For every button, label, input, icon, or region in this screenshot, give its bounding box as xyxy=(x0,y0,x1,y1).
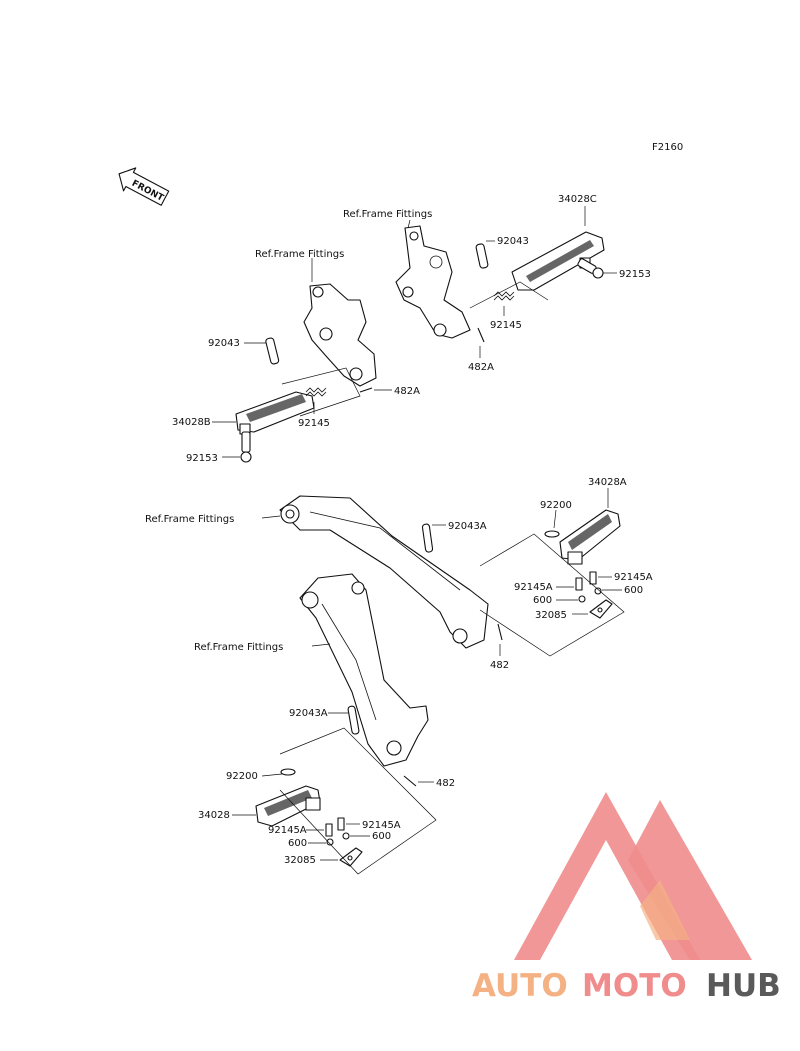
footpeg-34028 xyxy=(255,785,321,827)
callout-92153-right: 92153 xyxy=(619,269,651,280)
callout-34028: 34028 xyxy=(198,810,230,821)
callout-92145A-left-1: 92145A xyxy=(362,820,401,831)
ref-label-upper-right: Ref.Frame Fittings xyxy=(343,209,432,220)
washer-92200-right xyxy=(544,530,560,538)
callout-92200-left: 92200 xyxy=(226,771,258,782)
callout-92043A-right: 92043A xyxy=(448,521,487,532)
watermark-hub: HUB xyxy=(706,968,781,1004)
callout-32085-right: 32085 xyxy=(535,610,567,621)
ball-600-left-2 xyxy=(326,838,334,846)
callout-482A-right: 482A xyxy=(468,362,494,373)
callout-600-right-1: 600 xyxy=(624,585,643,596)
right-step-bracket xyxy=(395,225,471,339)
pin-92043-left xyxy=(265,337,280,365)
callout-34028C: 34028C xyxy=(558,194,597,205)
callout-92043-left: 92043 xyxy=(208,338,240,349)
callout-482-left: 482 xyxy=(436,778,455,789)
ball-600-right-1 xyxy=(578,595,586,603)
callout-92200-right: 92200 xyxy=(540,500,572,511)
callout-482A-left: 482A xyxy=(394,386,420,397)
spring-92145A-left xyxy=(325,817,345,837)
callout-482-right: 482 xyxy=(490,660,509,671)
pin-92043A-right xyxy=(421,523,434,553)
bolt-92153-left xyxy=(240,431,252,463)
callout-32085-left: 32085 xyxy=(284,855,316,866)
cotter-482A-right xyxy=(477,327,485,343)
passenger-step-arm-right xyxy=(279,495,489,649)
ball-600-right-2 xyxy=(594,587,602,595)
callout-92145A-left-2: 92145A xyxy=(268,825,307,836)
cotter-482-left xyxy=(403,775,417,787)
left-step-bracket xyxy=(303,283,377,387)
callout-92043-right: 92043 xyxy=(497,236,529,247)
watermark-moto: MOTO xyxy=(582,968,687,1004)
callout-600-left-1: 600 xyxy=(372,831,391,842)
leader xyxy=(407,219,411,229)
watermark-text: AUTO MOTO HUB xyxy=(472,968,781,1004)
passenger-step-arm-left xyxy=(299,573,429,767)
callout-92153-left: 92153 xyxy=(186,453,218,464)
callout-92043A-left: 92043A xyxy=(289,708,328,719)
watermark-auto: AUTO xyxy=(472,968,568,1004)
ref-label-lower-left: Ref.Frame Fittings xyxy=(194,642,283,653)
cotter-482-right xyxy=(497,623,503,641)
footpeg-34028A xyxy=(559,509,621,565)
cotter-482A-left xyxy=(359,387,373,393)
ref-label-lower-right: Ref.Frame Fittings xyxy=(145,514,234,525)
callout-34028B: 34028B xyxy=(172,417,211,428)
watermark-logo xyxy=(514,792,752,960)
callout-92145A-right-2: 92145A xyxy=(514,582,553,593)
spring-92145A-right xyxy=(575,571,597,591)
callout-92145-left: 92145 xyxy=(298,418,330,429)
assembly-outline-left xyxy=(279,727,437,875)
callout-34028A: 34028A xyxy=(588,477,627,488)
callout-92145A-right-1: 92145A xyxy=(614,572,653,583)
pin-92043-right xyxy=(475,243,489,269)
ball-600-left-1 xyxy=(342,832,350,840)
callout-600-left-2: 600 xyxy=(288,838,307,849)
washer-92200-left xyxy=(280,768,296,776)
callout-92145-right: 92145 xyxy=(490,320,522,331)
lever-32085-left xyxy=(339,847,363,867)
front-arrow-icon: FRONT xyxy=(118,167,170,206)
spring-92145-right xyxy=(493,291,515,301)
lever-32085-right xyxy=(589,599,613,619)
figure-code: F2160 xyxy=(652,142,683,153)
spring-92145-left xyxy=(305,387,327,397)
ref-label-upper-left: Ref.Frame Fittings xyxy=(255,249,344,260)
pin-92043A-left xyxy=(347,705,360,735)
assembly-outline-right xyxy=(479,533,625,657)
callout-600-right-2: 600 xyxy=(533,595,552,606)
